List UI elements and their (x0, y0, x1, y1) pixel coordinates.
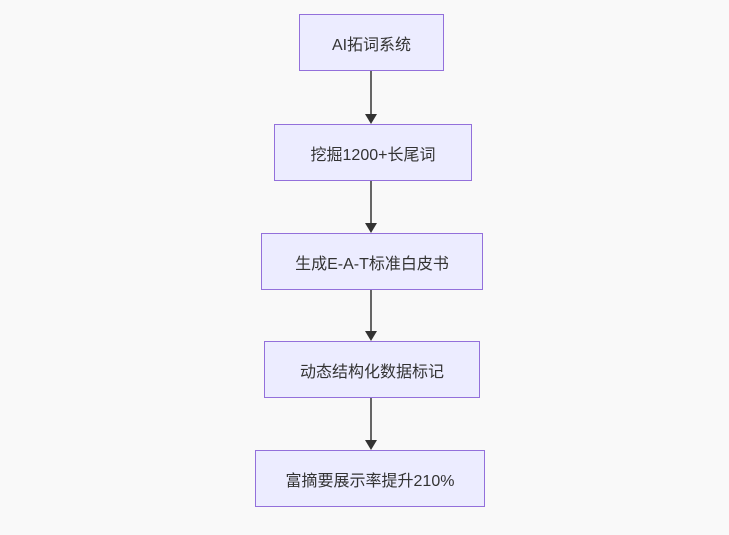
flowchart-node-structured-data: 动态结构化数据标记 (264, 341, 480, 398)
flow-arrow (365, 181, 377, 233)
arrow-line (370, 290, 372, 331)
arrow-line (370, 181, 372, 223)
arrowhead-down-icon (365, 440, 377, 450)
flow-arrow (365, 398, 377, 450)
flowchart-node-longtail-mining: 挖掘1200+长尾词 (274, 124, 472, 181)
flow-arrow (365, 71, 377, 124)
node-label: AI拓词系统 (331, 36, 412, 54)
arrow-line (370, 71, 372, 114)
arrow-line (370, 398, 372, 440)
arrowhead-down-icon (365, 114, 377, 124)
flowchart-node-eat-whitepaper: 生成E-A-T标准白皮书 (261, 233, 483, 290)
node-label: 生成E-A-T标准白皮书 (295, 255, 449, 273)
node-label: 挖掘1200+长尾词 (310, 146, 436, 164)
flowchart-node-ai-system: AI拓词系统 (299, 14, 444, 71)
arrowhead-down-icon (365, 223, 377, 233)
arrowhead-down-icon (365, 331, 377, 341)
node-label: 富摘要展示率提升210% (285, 472, 455, 490)
node-label: 动态结构化数据标记 (299, 363, 444, 381)
flowchart-node-rich-snippet-result: 富摘要展示率提升210% (255, 450, 485, 507)
flow-arrow (365, 290, 377, 341)
